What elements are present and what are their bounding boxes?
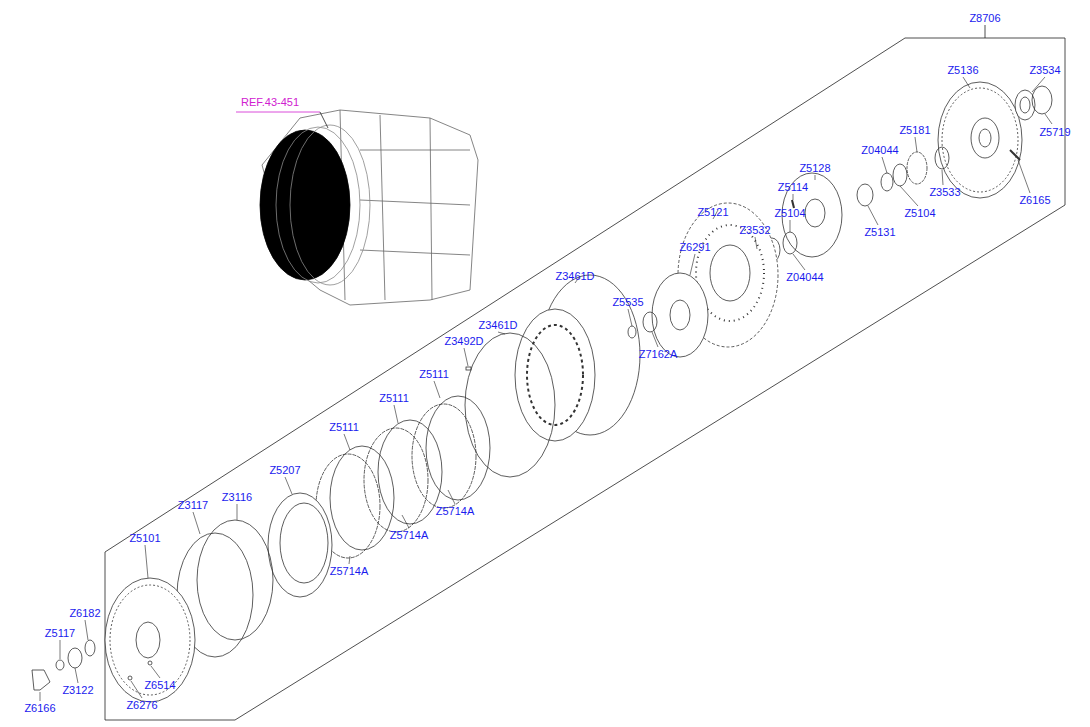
callout-number: Z3116 (222, 491, 252, 503)
callout-number: Z5131 (864, 226, 895, 238)
callout-number: Z6166 (24, 702, 55, 714)
callout-number: Z5714A (436, 505, 475, 517)
callout-number: Z5114 (778, 181, 808, 193)
callout-number: Z5136 (947, 64, 978, 76)
callout-number: Z5111 (419, 368, 449, 380)
callout-number: Z3117 (178, 499, 208, 511)
callout-number: Z5104 (774, 207, 805, 219)
callout-number: Z3532 (739, 224, 770, 236)
callout-number: Z3534 (1029, 64, 1060, 76)
callout-number: Z8706 (969, 12, 1000, 24)
callout-number: Z3492D (444, 335, 483, 347)
callout-number: Z6291 (679, 241, 710, 253)
callout-number: Z5104 (904, 207, 935, 219)
callout-number: Z7162A (639, 348, 678, 360)
callout-number: Z5535 (612, 296, 643, 308)
callout-number: Z04044 (861, 144, 898, 156)
callout-number: Z3461D (478, 319, 517, 331)
callout-number: Z5714A (330, 565, 369, 577)
callout-number: Z5121 (697, 206, 728, 218)
callout-number: Z6514 (144, 679, 175, 691)
callout-number: Z3461D (555, 270, 594, 282)
callout-number: Z5117 (45, 627, 75, 639)
callout-number: Z3533 (929, 186, 960, 198)
callout-number: Z5111 (379, 392, 409, 404)
callout-number: Z5719 (1039, 126, 1070, 138)
reference-note: REF.43-451 (241, 96, 299, 108)
callout-number: Z5128 (799, 162, 830, 174)
callout-number: Z04044 (786, 271, 823, 283)
callout-number: Z6182 (69, 607, 100, 619)
callout-number: Z5714A (390, 529, 429, 541)
callout-number: Z5207 (269, 464, 300, 476)
callout-number: Z5101 (129, 532, 160, 544)
callout-number: Z6165 (1019, 194, 1050, 206)
callout-number: Z6276 (126, 699, 157, 711)
callout-number: Z5181 (899, 124, 930, 136)
callout-number: Z3122 (62, 684, 93, 696)
callout-number: Z5111 (329, 421, 359, 433)
